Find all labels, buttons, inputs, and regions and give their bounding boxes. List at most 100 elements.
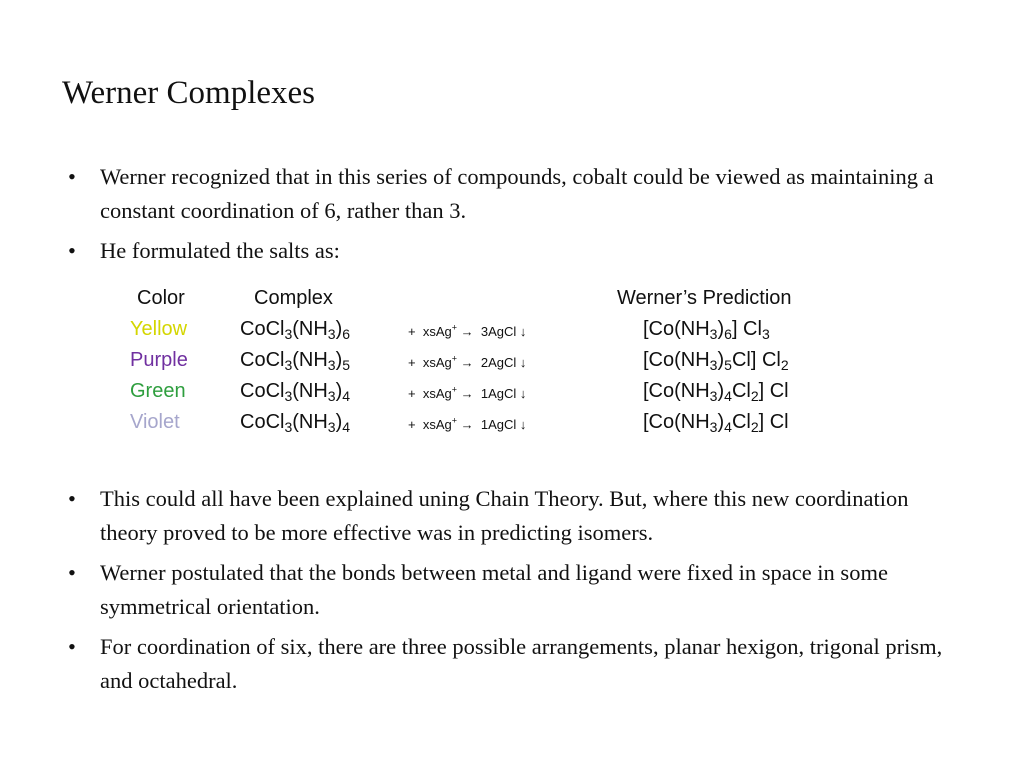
formula-part: ) xyxy=(717,411,725,433)
formula-subscript: 3 xyxy=(709,326,718,343)
reaction-product: 1AgCl xyxy=(480,417,517,432)
bullet-text: Werner postulated that the bonds between… xyxy=(100,560,888,619)
reaction-charge: + xyxy=(451,353,457,364)
arrow-icon: → xyxy=(460,355,474,370)
formula-part: ) xyxy=(335,411,343,433)
bullet-list-bottom: • This could all have been explained uni… xyxy=(62,482,962,704)
row-color-label: Purple xyxy=(130,349,188,371)
arrow-icon: → xyxy=(460,417,474,432)
bullet-item: • Werner postulated that the bonds betwe… xyxy=(62,556,962,624)
formula-part: ) xyxy=(335,349,343,371)
bullet-icon: • xyxy=(68,238,76,263)
bullet-icon: • xyxy=(68,164,76,189)
formula-subscript: 5 xyxy=(724,357,732,374)
formula-subscript: 6 xyxy=(724,326,732,343)
reaction-product: 2AgCl xyxy=(480,355,517,370)
row-reaction: + xsAg+ → 3AgCl ↓ xyxy=(408,322,526,339)
formula-subscript: 6 xyxy=(342,326,351,343)
bullet-text: This could all have been explained uning… xyxy=(100,486,909,545)
formula-subscript: 3 xyxy=(284,419,293,436)
bullet-text: He formulated the salts as: xyxy=(100,238,340,263)
formula-part: ] Cl xyxy=(731,318,762,340)
reaction-product: 1AgCl xyxy=(480,386,517,401)
bullet-item: • For coordination of six, there are thr… xyxy=(62,630,962,698)
row-reaction: + xsAg+ → 2AgCl ↓ xyxy=(408,353,527,370)
bullet-item: • Werner recognized that in this series … xyxy=(62,160,962,228)
bullet-list-top: • Werner recognized that in this series … xyxy=(62,160,962,274)
formula-part: ) xyxy=(717,380,725,402)
formula-part: ) xyxy=(717,318,725,340)
bullet-item: • He formulated the salts as: xyxy=(62,234,962,268)
formula-part: ) xyxy=(717,349,725,371)
formula-subscript: 4 xyxy=(724,388,732,405)
row-prediction-formula: [Co(NH3)5Cl] Cl2 xyxy=(643,349,789,372)
row-complex-formula: CoCl3(NH3)4 xyxy=(240,380,350,403)
formula-subscript: 3 xyxy=(327,388,336,405)
precipitate-arrow-icon: ↓ xyxy=(519,355,527,370)
formula-part: [Co(NH xyxy=(643,411,710,433)
reaction-charge: + xyxy=(451,415,457,426)
formula-subscript: 3 xyxy=(327,357,336,374)
formula-part: CoCl xyxy=(240,380,285,402)
reaction-reagent: xsAg xyxy=(422,386,452,401)
formula-part: [Co(NH xyxy=(643,318,710,340)
formula-part: ] Cl xyxy=(758,411,789,433)
formula-part: (NH xyxy=(292,318,328,340)
formula-subscript: 4 xyxy=(724,419,732,436)
slide-title: Werner Complexes xyxy=(62,75,316,111)
row-complex-formula: CoCl3(NH3)5 xyxy=(240,349,350,372)
formula-part: CoCl xyxy=(240,318,285,340)
reaction-reagent: xsAg xyxy=(422,324,452,339)
formula-part: ] Cl xyxy=(758,380,789,402)
reaction-charge: + xyxy=(451,322,457,333)
formula-subscript: 3 xyxy=(284,388,293,405)
formula-subscript: 3 xyxy=(709,419,718,436)
formula-part: Cl xyxy=(731,380,751,402)
reaction-plus: + xyxy=(408,355,416,370)
bullet-text: For coordination of six, there are three… xyxy=(100,634,943,693)
row-color-label: Green xyxy=(130,380,186,402)
precipitate-arrow-icon: ↓ xyxy=(519,386,527,401)
formula-subscript: 4 xyxy=(342,419,351,436)
formula-subscript: 4 xyxy=(342,388,351,405)
formula-part: Cl] Cl xyxy=(731,349,781,371)
formula-subscript: 3 xyxy=(284,326,293,343)
formula-part: ) xyxy=(335,380,343,402)
formula-part: [Co(NH xyxy=(643,349,710,371)
row-reaction: + xsAg+ → 1AgCl ↓ xyxy=(408,384,527,401)
formula-part: Cl xyxy=(731,411,751,433)
arrow-icon: → xyxy=(460,324,474,339)
reaction-charge: + xyxy=(451,384,457,395)
formula-subscript: 3 xyxy=(327,326,336,343)
arrow-icon: → xyxy=(460,386,474,401)
row-reaction: + xsAg+ → 1AgCl ↓ xyxy=(408,415,527,432)
formula-subscript: 3 xyxy=(709,357,718,374)
reaction-plus: + xyxy=(408,324,416,339)
header-prediction: Werner’s Prediction xyxy=(617,287,792,309)
bullet-icon: • xyxy=(68,486,76,511)
formula-part: CoCl xyxy=(240,349,285,371)
formula-part: (NH xyxy=(292,380,328,402)
formula-part: (NH xyxy=(292,411,328,433)
formula-subscript: 3 xyxy=(709,388,718,405)
formula-subscript: 2 xyxy=(750,419,759,436)
formula-subscript: 2 xyxy=(780,357,789,374)
row-prediction-formula: [Co(NH3)4Cl2] Cl xyxy=(643,380,789,403)
precipitate-arrow-icon: ↓ xyxy=(519,417,527,432)
reaction-plus: + xyxy=(408,386,416,401)
reaction-reagent: xsAg xyxy=(422,417,452,432)
reaction-product: 3AgCl xyxy=(480,324,517,339)
formula-subscript: 2 xyxy=(750,388,759,405)
row-prediction-formula: [Co(NH3)4Cl2] Cl xyxy=(643,411,789,434)
formula-subscript: 3 xyxy=(761,326,770,343)
reaction-reagent: xsAg xyxy=(422,355,452,370)
row-complex-formula: CoCl3(NH3)4 xyxy=(240,411,350,434)
formula-part: ) xyxy=(335,318,343,340)
row-color-label: Yellow xyxy=(130,318,188,340)
header-color: Color xyxy=(137,287,185,309)
formula-subscript: 3 xyxy=(327,419,336,436)
header-complex: Complex xyxy=(254,287,333,309)
row-prediction-formula: [Co(NH3)6] Cl3 xyxy=(643,318,770,341)
bullet-item: • This could all have been explained uni… xyxy=(62,482,962,550)
